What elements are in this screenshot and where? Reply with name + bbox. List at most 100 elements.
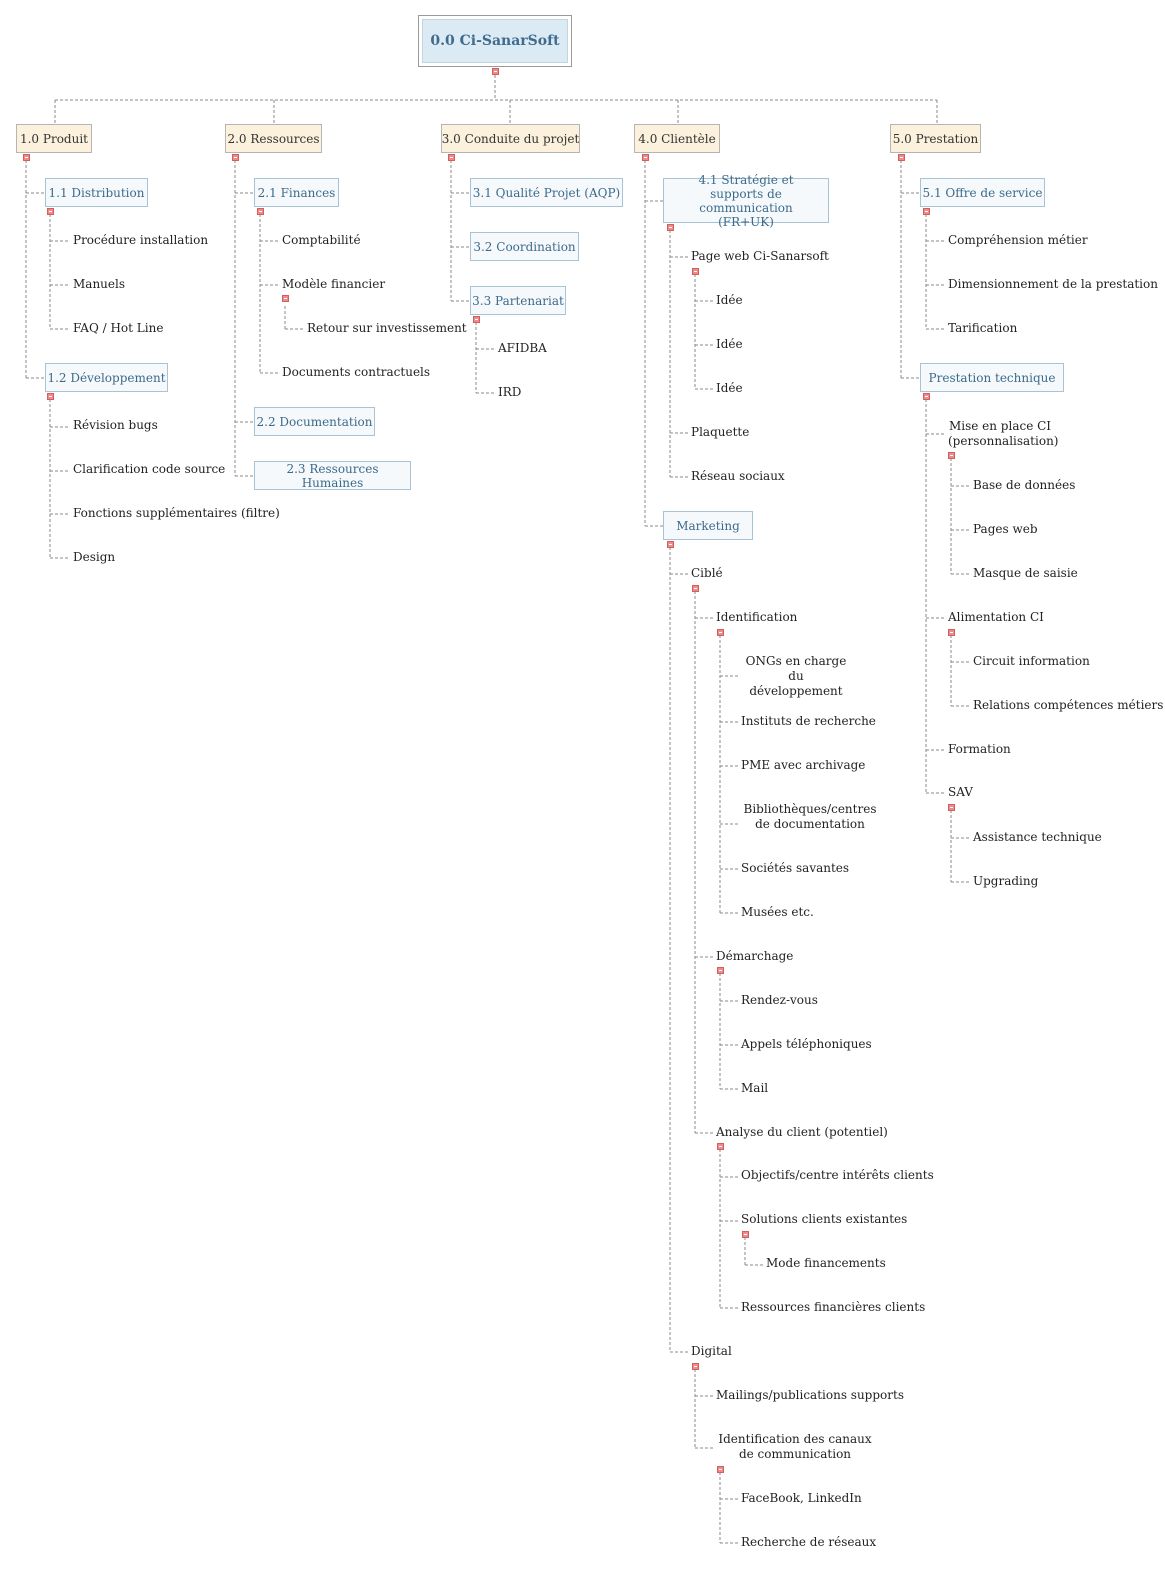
leaf-upgrading[interactable]: Upgrading xyxy=(973,874,1039,888)
leaf-manuels[interactable]: Manuels xyxy=(73,277,125,291)
topic-ressources-humaines[interactable]: 2.3 Ressources Humaines xyxy=(254,461,411,490)
topic-offre-service[interactable]: 5.1 Offre de service xyxy=(920,178,1045,207)
leaf-solutions-existantes[interactable]: Solutions clients existantes xyxy=(741,1212,908,1226)
collapse-toggle-icon[interactable] xyxy=(717,1143,724,1150)
collapse-toggle-icon[interactable] xyxy=(692,268,699,275)
leaf-mode-financements[interactable]: Mode financements xyxy=(766,1256,886,1270)
collapse-toggle-icon[interactable] xyxy=(948,452,955,459)
collapse-toggle-icon[interactable] xyxy=(692,1363,699,1370)
leaf-comptabilite[interactable]: Comptabilité xyxy=(282,233,361,247)
leaf-formation[interactable]: Formation xyxy=(948,742,1011,756)
leaf-idee-3[interactable]: Idée xyxy=(716,381,743,395)
leaf-tarification[interactable]: Tarification xyxy=(948,321,1018,335)
collapse-toggle-icon[interactable] xyxy=(667,224,674,231)
leaf-afidba[interactable]: AFIDBA xyxy=(498,341,547,355)
collapse-toggle-icon[interactable] xyxy=(948,804,955,811)
topic-strategie-communication[interactable]: 4.1 Stratégie et supports de communicati… xyxy=(663,173,829,229)
leaf-reseau-sociaux[interactable]: Réseau sociaux xyxy=(691,469,785,483)
leaf-objectifs[interactable]: Objectifs/centre intérêts clients xyxy=(741,1168,934,1182)
branch-produit[interactable]: 1.0 Produit xyxy=(16,124,92,153)
leaf-idee-2[interactable]: Idée xyxy=(716,337,743,351)
leaf-ressources-financieres[interactable]: Ressources financières clients xyxy=(741,1300,926,1314)
leaf-digital[interactable]: Digital xyxy=(691,1344,732,1358)
collapse-toggle-icon[interactable] xyxy=(692,585,699,592)
topic-partenariat[interactable]: 3.3 Partenariat xyxy=(470,286,566,315)
leaf-mail[interactable]: Mail xyxy=(741,1081,769,1095)
leaf-pages-web[interactable]: Pages web xyxy=(973,522,1038,536)
topic-documentation[interactable]: 2.2 Documentation xyxy=(254,407,375,436)
leaf-societes-savantes[interactable]: Sociétés savantes xyxy=(741,861,850,875)
collapse-toggle-icon[interactable] xyxy=(717,629,724,636)
collapse-toggle-icon[interactable] xyxy=(717,1466,724,1473)
topic-developpement[interactable]: 1.2 Développement xyxy=(45,363,168,392)
branch-ressources[interactable]: 2.0 Ressources xyxy=(225,124,322,153)
leaf-cible[interactable]: Ciblé xyxy=(691,566,723,580)
leaf-plaquette[interactable]: Plaquette xyxy=(691,425,750,439)
leaf-identification[interactable]: Identification xyxy=(716,610,798,624)
leaf-pme-archivage[interactable]: PME avec archivage xyxy=(741,758,866,772)
leaf-comprehension-metier[interactable]: Compréhension métier xyxy=(948,233,1088,247)
collapse-toggle-icon[interactable] xyxy=(232,154,239,161)
leaf-rendez-vous[interactable]: Rendez-vous xyxy=(741,993,818,1007)
leaf-faq-hotline[interactable]: FAQ / Hot Line xyxy=(73,321,164,335)
collapse-toggle-icon[interactable] xyxy=(492,68,499,75)
topic-qualite-projet[interactable]: 3.1 Qualité Projet (AQP) xyxy=(470,178,623,207)
leaf-retour-investissement[interactable]: Retour sur investissement xyxy=(307,321,467,335)
leaf-recherche-reseaux[interactable]: Recherche de réseaux xyxy=(741,1535,877,1549)
collapse-toggle-icon[interactable] xyxy=(667,541,674,548)
collapse-toggle-icon[interactable] xyxy=(47,393,54,400)
leaf-facebook-linkedin[interactable]: FaceBook, LinkedIn xyxy=(741,1491,862,1505)
leaf-base-donnees[interactable]: Base de données xyxy=(973,478,1076,492)
leaf-procedure-installation[interactable]: Procédure installation xyxy=(73,233,209,247)
leaf-relations-competences[interactable]: Relations compétences métiers xyxy=(973,698,1164,712)
leaf-bibliotheques[interactable]: Bibliothèques/centres de documentation xyxy=(743,802,877,831)
collapse-toggle-icon[interactable] xyxy=(923,208,930,215)
leaf-ongs[interactable]: ONGs en charge du développement xyxy=(745,654,847,698)
collapse-toggle-icon[interactable] xyxy=(742,1231,749,1238)
leaf-sav[interactable]: SAV xyxy=(948,785,973,799)
leaf-ird[interactable]: IRD xyxy=(498,385,522,399)
topic-prestation-technique[interactable]: Prestation technique xyxy=(920,363,1064,392)
leaf-circuit-information[interactable]: Circuit information xyxy=(973,654,1090,668)
topic-marketing[interactable]: Marketing xyxy=(663,511,753,540)
collapse-toggle-icon[interactable] xyxy=(923,393,930,400)
collapse-toggle-icon[interactable] xyxy=(948,629,955,636)
leaf-mailings[interactable]: Mailings/publications supports xyxy=(716,1388,904,1402)
collapse-toggle-icon[interactable] xyxy=(448,154,455,161)
collapse-toggle-icon[interactable] xyxy=(717,967,724,974)
branch-prestation[interactable]: 5.0 Prestation xyxy=(890,124,981,153)
leaf-fonctions-supplementaires[interactable]: Fonctions supplémentaires (filtre) xyxy=(73,506,280,520)
leaf-assistance-technique[interactable]: Assistance technique xyxy=(973,830,1102,844)
collapse-toggle-icon[interactable] xyxy=(898,154,905,161)
branch-clientele[interactable]: 4.0 Clientèle xyxy=(634,124,720,153)
topic-coordination[interactable]: 3.2 Coordination xyxy=(470,232,579,261)
leaf-page-web[interactable]: Page web Ci-Sanarsoft xyxy=(691,249,829,263)
leaf-mise-en-place[interactable]: Mise en place CI (personnalisation) xyxy=(948,419,1059,448)
branch-ressources-label: 2.0 Ressources xyxy=(227,131,320,146)
leaf-canaux-communication[interactable]: Identification des canaux de communicati… xyxy=(718,1432,872,1461)
collapse-toggle-icon[interactable] xyxy=(257,208,264,215)
collapse-toggle-icon[interactable] xyxy=(642,154,649,161)
leaf-design[interactable]: Design xyxy=(73,550,116,564)
collapse-toggle-icon[interactable] xyxy=(47,208,54,215)
collapse-toggle-icon[interactable] xyxy=(282,295,289,302)
branch-conduite-projet[interactable]: 3.0 Conduite du projet xyxy=(441,124,580,153)
leaf-masque-saisie[interactable]: Masque de saisie xyxy=(973,566,1078,580)
collapse-toggle-icon[interactable] xyxy=(23,154,30,161)
collapse-toggle-icon[interactable] xyxy=(473,316,480,323)
leaf-appels-telephoniques[interactable]: Appels téléphoniques xyxy=(741,1037,872,1051)
leaf-alimentation-ci[interactable]: Alimentation CI xyxy=(948,610,1044,624)
leaf-modele-financier[interactable]: Modèle financier xyxy=(282,277,386,291)
topic-distribution[interactable]: 1.1 Distribution xyxy=(45,178,148,207)
leaf-documents-contractuels[interactable]: Documents contractuels xyxy=(282,365,431,379)
leaf-analyse-client[interactable]: Analyse du client (potentiel) xyxy=(716,1125,888,1139)
topic-finances[interactable]: 2.1 Finances xyxy=(254,178,339,207)
leaf-dimensionnement[interactable]: Dimensionnement de la prestation xyxy=(948,277,1158,291)
root-topic[interactable]: 0.0 Ci-SanarSoft xyxy=(418,15,572,67)
leaf-demarchage[interactable]: Démarchage xyxy=(716,949,794,963)
leaf-musees[interactable]: Musées etc. xyxy=(741,905,814,919)
leaf-clarification-code[interactable]: Clarification code source xyxy=(73,462,226,476)
leaf-revision-bugs[interactable]: Révision bugs xyxy=(73,418,158,432)
leaf-instituts-recherche[interactable]: Instituts de recherche xyxy=(741,714,876,728)
leaf-idee-1[interactable]: Idée xyxy=(716,293,743,307)
